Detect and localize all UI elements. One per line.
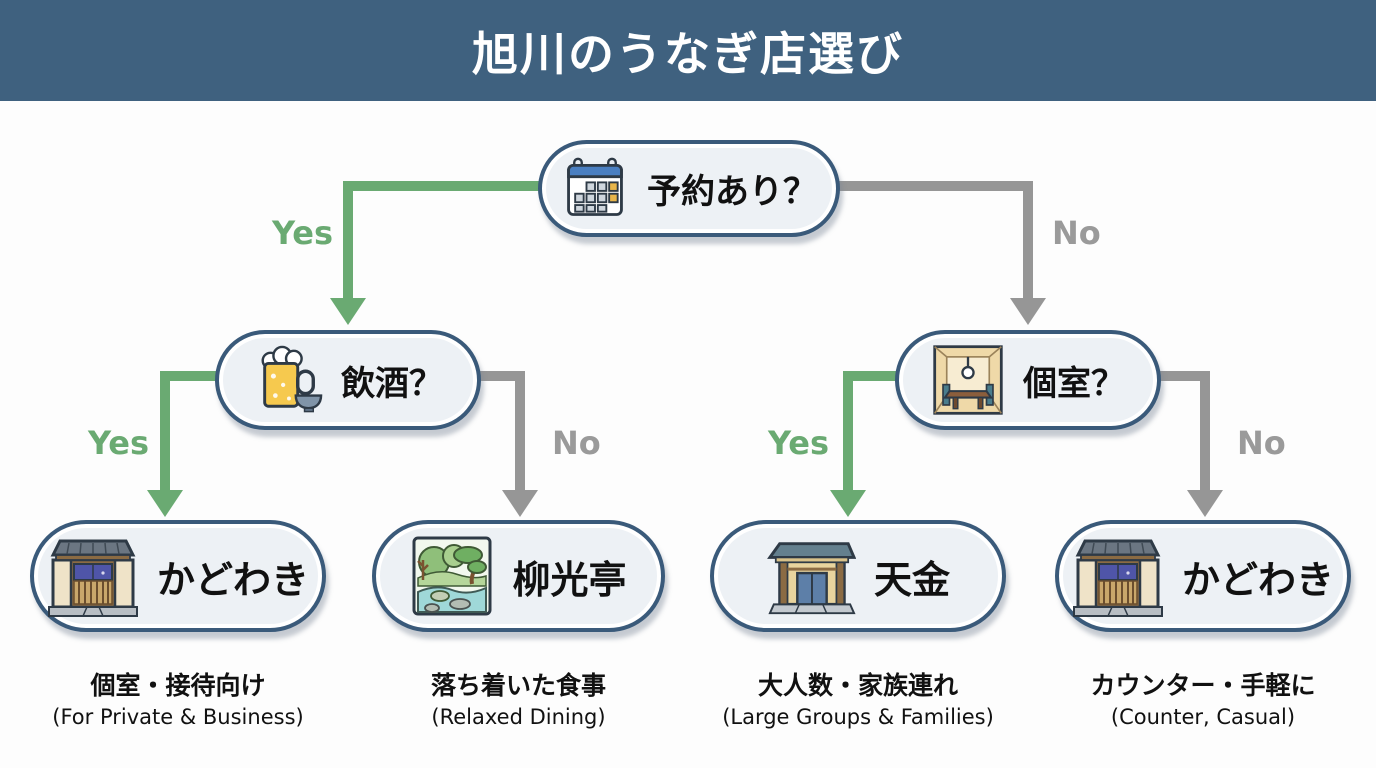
edge-room-yes-vertical [843, 371, 853, 490]
arrowhead-room-yes [830, 490, 866, 517]
page-title: 旭川のうなぎ店選び [472, 26, 904, 81]
calendar-icon [561, 155, 629, 223]
edge-root-yes-horizontal [343, 181, 540, 191]
edge-root-yes-vertical [343, 181, 353, 298]
arrowhead-drink-no [502, 490, 538, 517]
edge-drink-yes-vertical [160, 371, 170, 490]
node-label-drinking: 飲酒？ [341, 363, 443, 404]
edge-drink-no-horizontal [478, 371, 525, 381]
arrowhead-root-no [1010, 298, 1046, 325]
node-drinking-question: 飲酒？ [215, 330, 481, 430]
caption-en: (For Private & Business) [52, 705, 304, 729]
shopfront-icon [47, 533, 139, 619]
node-label-private-room: 個室？ [1023, 363, 1125, 404]
private-room-icon [931, 343, 1005, 417]
edge-label-drink-yes: Yes [88, 424, 149, 462]
edge-room-no-vertical [1200, 371, 1210, 490]
garden-icon [410, 534, 494, 618]
node-label-reservation: 予約あり？ [647, 172, 817, 212]
edge-drink-yes-horizontal [160, 371, 218, 381]
caption-kadowaki-1: 個室・接待向け (For Private & Business) [30, 666, 326, 729]
node-restaurant-ryukotei: 柳光亭 [372, 520, 665, 632]
node-private-room-question: 個室？ [895, 330, 1161, 430]
leaf-label-kadowaki-2: かどわき [1181, 557, 1334, 602]
leaf-label-ryukotei: 柳光亭 [512, 557, 627, 602]
caption-ryukotei: 落ち着いた食事 (Relaxed Dining) [372, 666, 665, 729]
beer-icon [253, 345, 323, 415]
caption-tenkin: 大人数・家族連れ (Large Groups & Families) [710, 666, 1006, 729]
arrowhead-root-yes [330, 298, 366, 325]
edge-root-no-vertical [1023, 181, 1033, 298]
node-restaurant-tenkin: 天金 [710, 520, 1006, 632]
leaf-label-kadowaki-1: かどわき [156, 557, 309, 602]
arrowhead-drink-yes [147, 490, 183, 517]
caption-en: (Relaxed Dining) [431, 705, 606, 729]
leaf-label-tenkin: 天金 [873, 557, 950, 602]
caption-en: (Large Groups & Families) [722, 705, 994, 729]
shopfront-icon [1072, 533, 1164, 619]
building-icon [766, 535, 856, 617]
caption-jp: 落ち着いた食事 [430, 671, 606, 700]
edge-room-yes-horizontal [843, 371, 898, 381]
edge-label-room-no: No [1237, 424, 1286, 462]
edge-label-root-yes: Yes [272, 214, 333, 252]
caption-jp: 大人数・家族連れ [757, 671, 958, 700]
caption-jp: カウンター・手軽に [1090, 671, 1316, 700]
edge-root-no-horizontal [836, 181, 1033, 191]
arrowhead-room-no [1187, 490, 1223, 517]
edge-label-root-no: No [1052, 214, 1101, 252]
edge-drink-no-vertical [515, 371, 525, 490]
node-reservation-question: 予約あり？ [538, 140, 840, 237]
node-restaurant-kadowaki-2: かどわき [1055, 520, 1351, 632]
edge-label-room-yes: Yes [768, 424, 829, 462]
title-bar: 旭川のうなぎ店選び [0, 0, 1376, 101]
edge-room-no-horizontal [1158, 371, 1210, 381]
caption-en: (Counter, Casual) [1110, 705, 1296, 729]
node-restaurant-kadowaki-1: かどわき [30, 520, 326, 632]
caption-jp: 個室・接待向け [90, 671, 266, 700]
edge-label-drink-no: No [552, 424, 601, 462]
caption-kadowaki-2: カウンター・手軽に (Counter, Casual) [1055, 666, 1351, 729]
